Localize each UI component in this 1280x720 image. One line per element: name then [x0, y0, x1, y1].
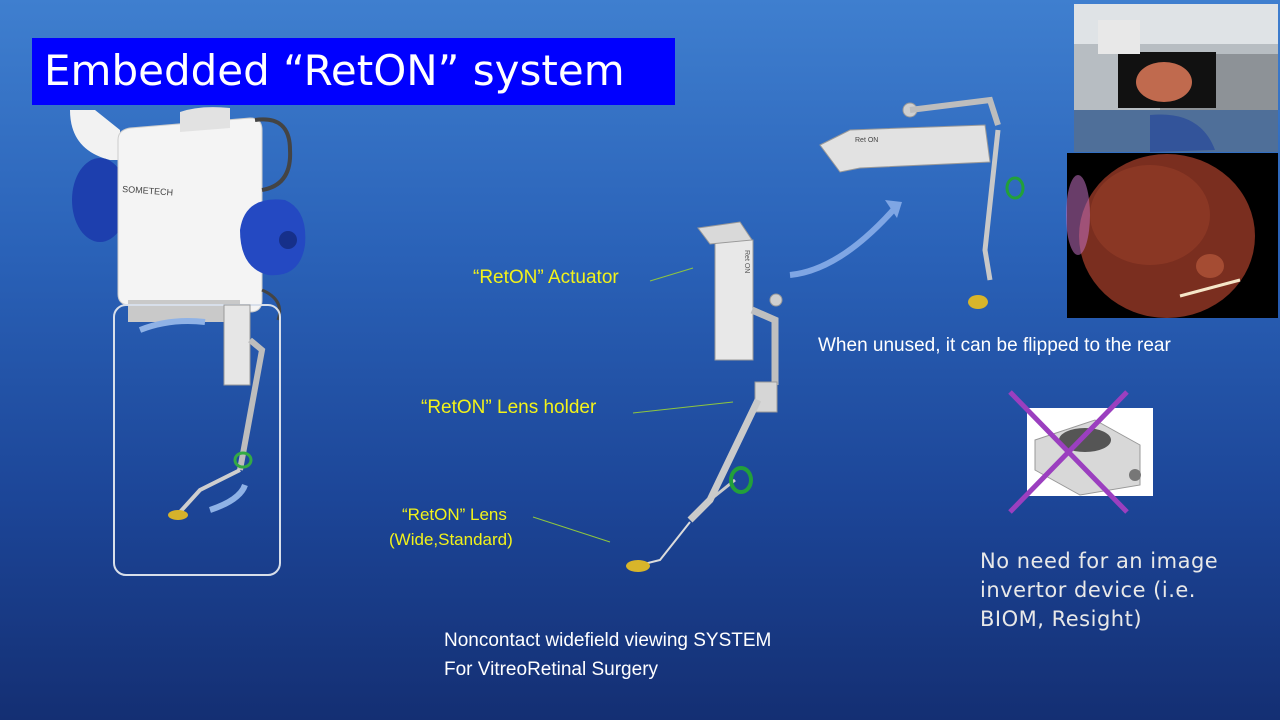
small-lens-icon [168, 510, 188, 520]
slide-title: Embedded “RetON” system [44, 46, 625, 95]
lens-type-text: (Wide,Standard) [389, 530, 513, 549]
actuator-label: Ret ON [743, 250, 750, 273]
flipped-lens-ring-icon [1005, 176, 1025, 200]
no-need-line-3: BIOM, Resight) [980, 607, 1143, 631]
small-lens-ring-icon [233, 451, 253, 469]
flipped-lens-icon [968, 295, 988, 309]
flip-arrow-icon [789, 206, 898, 278]
lens-ring-icon [729, 466, 753, 494]
lens-label-text: “RetON” Lens [402, 505, 507, 524]
highlight-box [113, 304, 281, 576]
left-knob-icon [72, 158, 128, 242]
flip-caption: When unused, it can be flipped to the re… [818, 335, 1171, 356]
svg-text:Ret ON: Ret ON [855, 137, 878, 144]
lens-holder-pointer [632, 401, 734, 414]
actuator-label-text: “RetON” Actuator [473, 267, 619, 288]
mount-arm [70, 110, 120, 160]
actuator-body [714, 239, 754, 361]
lens-holder-label-text: “RetON” Lens holder [421, 397, 597, 418]
lens-holder-hinge [754, 381, 778, 413]
lens-icon [626, 560, 650, 572]
flipped-actuator [819, 124, 991, 173]
device-brand: SOMETECH [122, 184, 174, 198]
system-caption-line-1: Noncontact widefield viewing SYSTEM [444, 630, 772, 651]
right-knob-icon [240, 199, 306, 276]
system-caption-line-2: For VitreoRetinal Surgery [444, 659, 659, 680]
no-need-line-1: No need for an image [980, 549, 1219, 573]
device-top-cap [180, 107, 230, 132]
no-need-line-2: invertor device (i.e. [980, 578, 1196, 602]
actuator-pointer [649, 267, 694, 282]
title-banner: Embedded “RetON” system [32, 38, 675, 105]
lens-pointer [532, 516, 611, 543]
main-device-body [117, 117, 263, 313]
cross-line-2 [1008, 390, 1129, 514]
